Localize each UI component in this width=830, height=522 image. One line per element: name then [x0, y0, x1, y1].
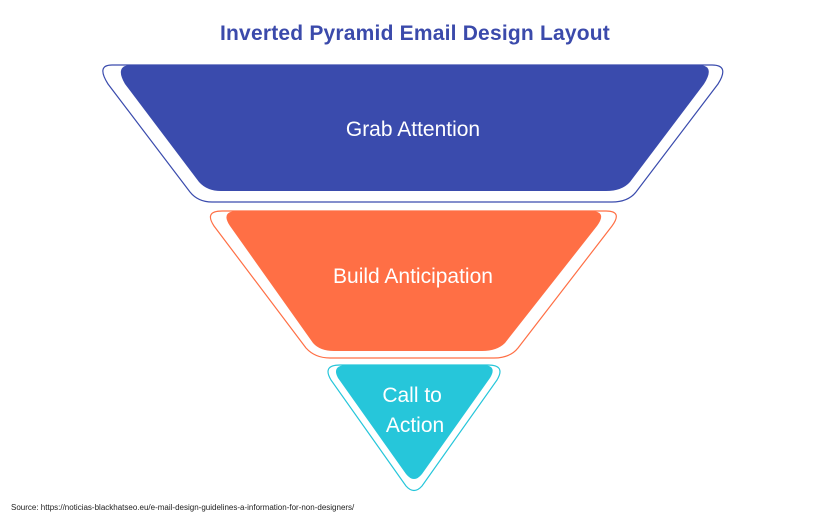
layer-grab-attention-outline	[102, 64, 724, 203]
layer-build-anticipation-shape	[226, 211, 602, 351]
diagram-title: Inverted Pyramid Email Design Layout	[220, 22, 610, 45]
layer-call-to-action-label: Call to Action	[382, 384, 447, 437]
layer-grab-attention-shape	[120, 65, 709, 191]
layer-grab-attention-label: Grab Attention	[346, 118, 480, 141]
layer-call-to-action-outline	[327, 364, 501, 492]
layer-call-to-action: Call to Action	[327, 364, 501, 492]
layer-build-anticipation: Build Anticipation	[209, 210, 617, 359]
layer-call-to-action-shape	[335, 365, 493, 479]
layer-grab-attention: Grab Attention	[102, 64, 724, 203]
layer-build-anticipation-outline	[209, 210, 617, 359]
layer-build-anticipation-label: Build Anticipation	[333, 265, 493, 288]
source-caption: Source: https://noticias-blackhatseo.eu/…	[11, 503, 355, 512]
